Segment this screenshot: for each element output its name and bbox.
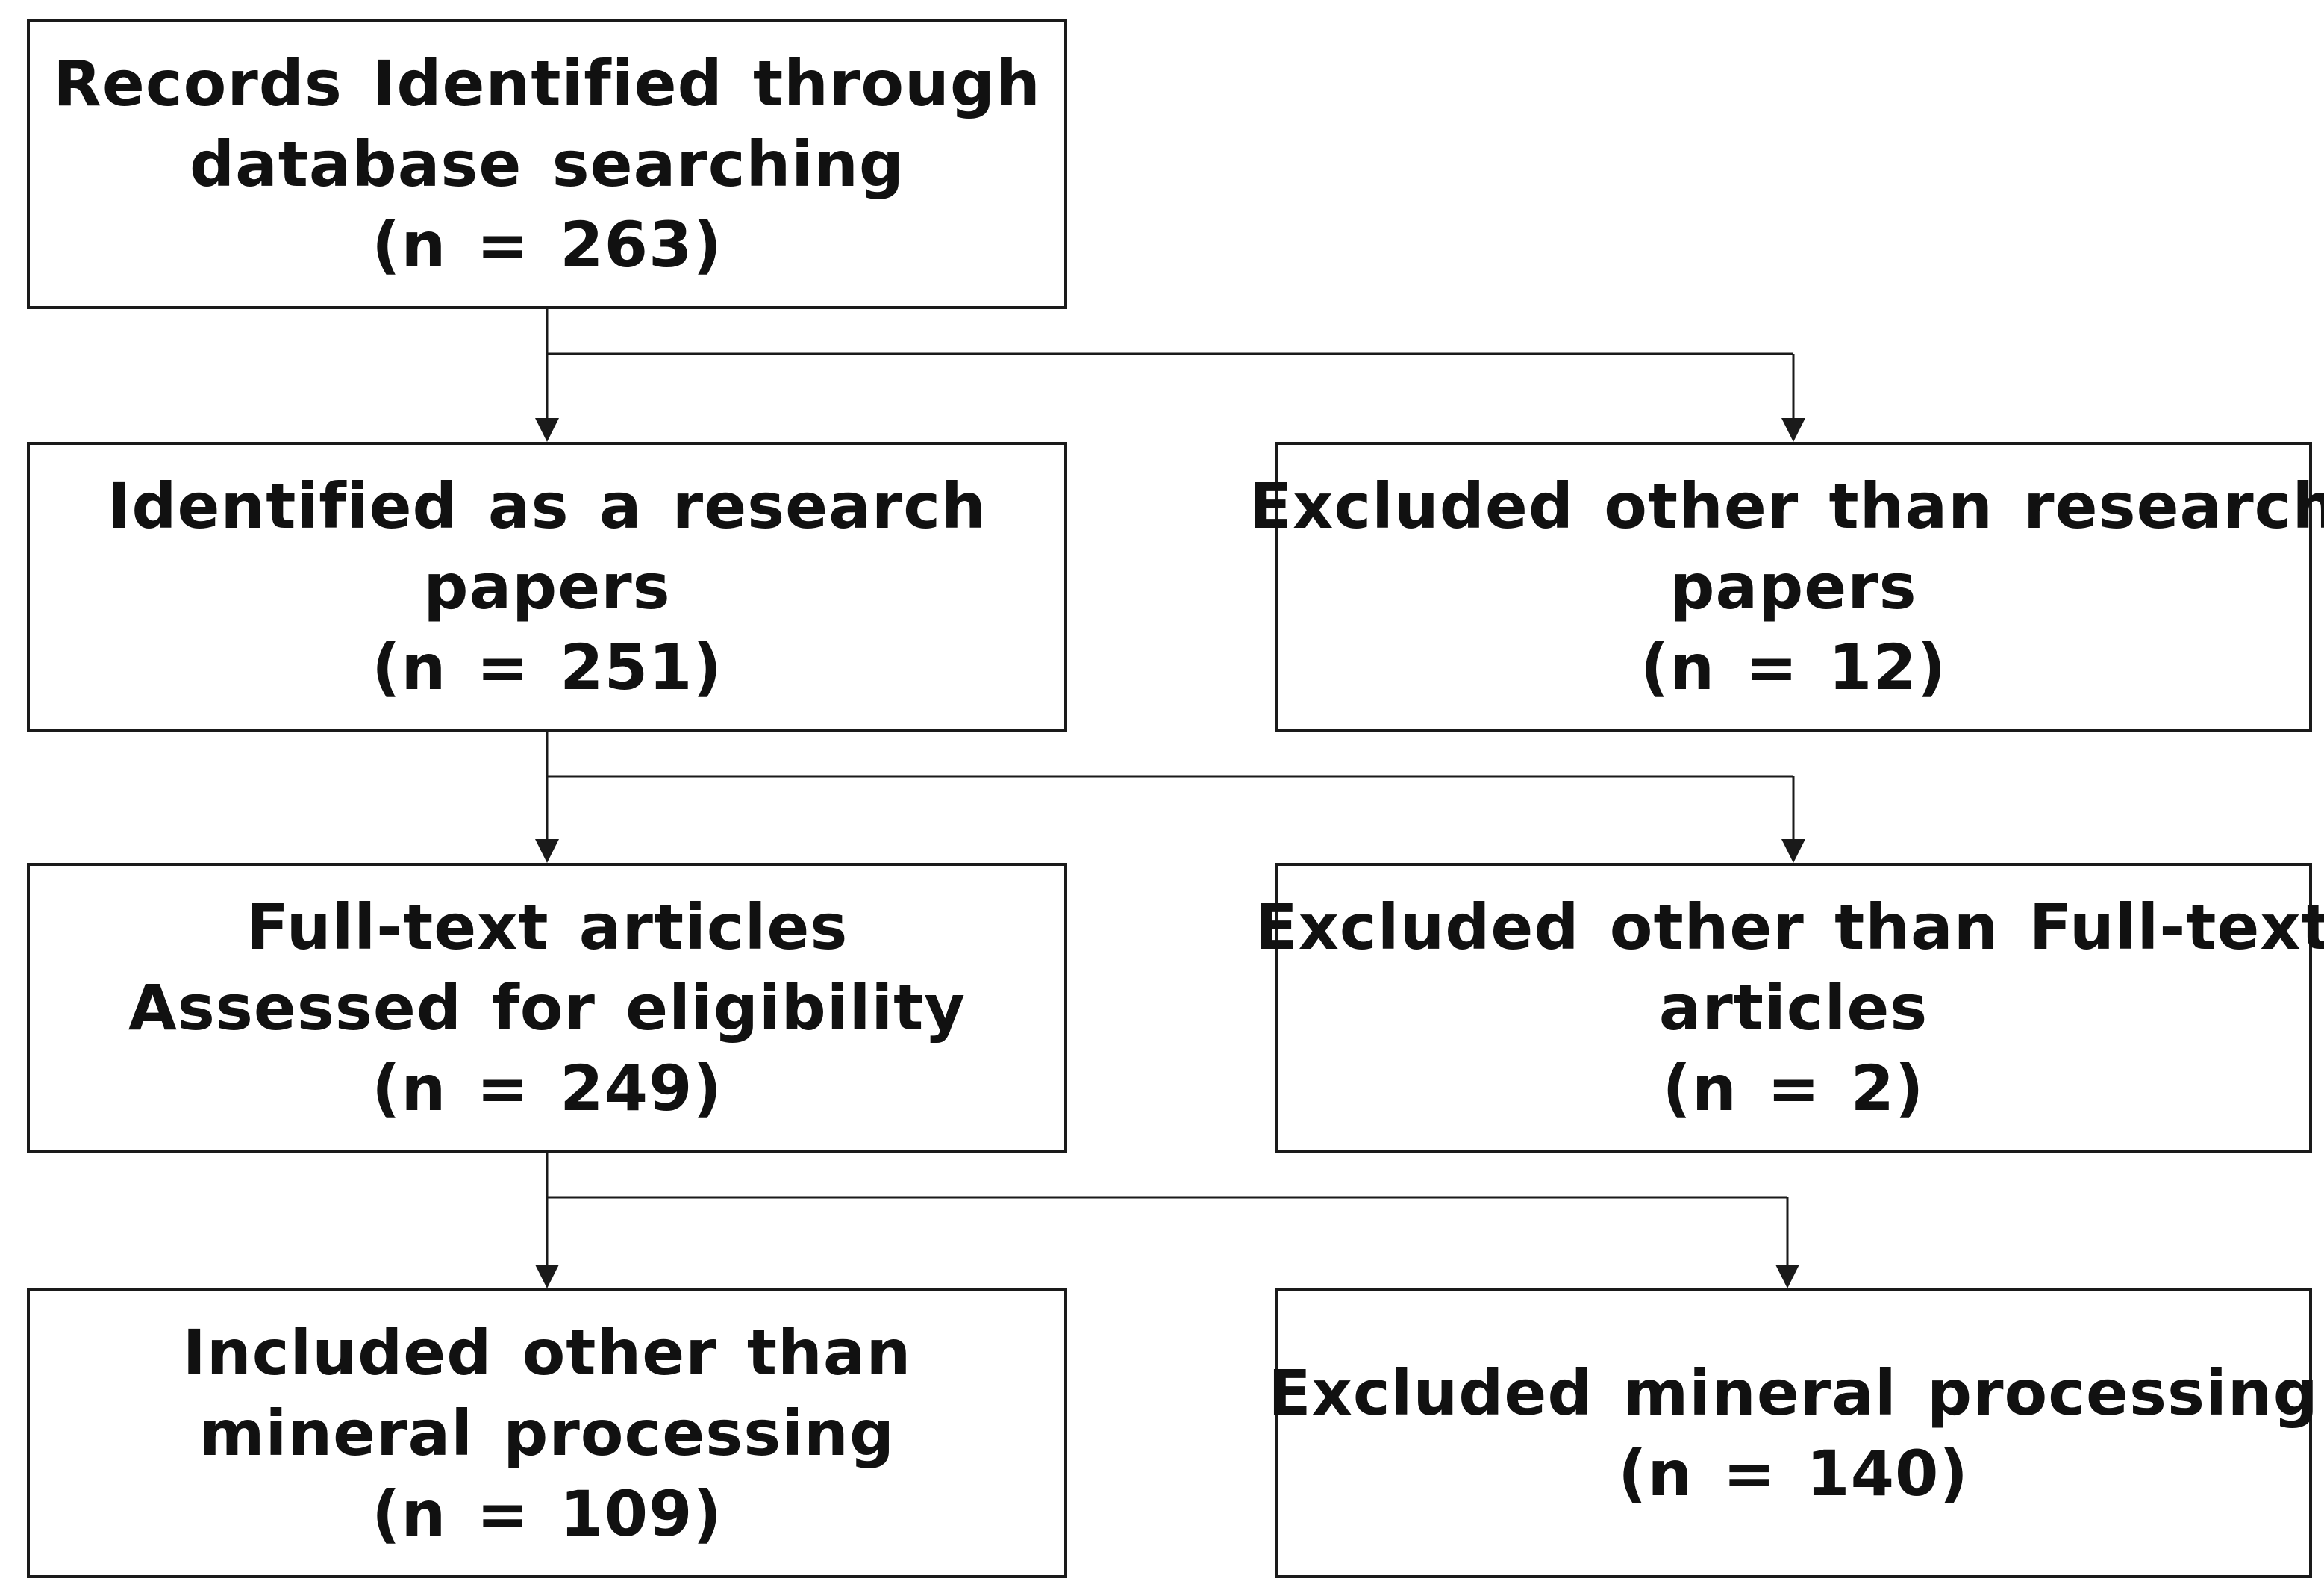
- arrowhead-excluded-mineral: [1775, 1265, 1799, 1288]
- box-fulltext-assessed: Full-text articles Assessed for eligibil…: [27, 863, 1067, 1153]
- box-excluded-research-line-1: Excluded other than research: [1249, 470, 2324, 543]
- box-excluded-fulltext: Excluded other than Full-text articles (…: [1255, 863, 2324, 1153]
- box-records-count: (n = 263): [372, 208, 722, 281]
- box-excluded-research-count: (n = 12): [1640, 631, 1947, 704]
- box-included: Included other than mineral processing (…: [27, 1288, 1067, 1578]
- arrowhead-research: [535, 418, 559, 442]
- arrowhead-included: [535, 1265, 559, 1288]
- box-excluded-fulltext-count: (n = 2): [1662, 1052, 1925, 1125]
- box-records-identified: Records Identified through database sear…: [27, 19, 1067, 309]
- box-records-line-1: Records Identified through: [53, 47, 1041, 120]
- box-excluded-research: Excluded other than research papers (n =…: [1249, 442, 2324, 732]
- box-records-line-2: database searching: [189, 128, 905, 201]
- arrowhead-excluded-research: [1781, 418, 1805, 442]
- box-included-count: (n = 109): [372, 1477, 722, 1550]
- box-research-line-2: papers: [423, 550, 671, 623]
- box-excluded-fulltext-line-2: articles: [1658, 971, 1928, 1044]
- arrowhead-excluded-fulltext: [1781, 839, 1805, 863]
- box-fulltext-count: (n = 249): [372, 1052, 722, 1125]
- box-fulltext-line-1: Full-text articles: [246, 891, 849, 964]
- box-excluded-research-line-2: papers: [1669, 550, 1917, 623]
- box-research-line-1: Identified as a research: [107, 470, 987, 543]
- box-excluded-fulltext-line-1: Excluded other than Full-text: [1255, 891, 2324, 964]
- box-research-count: (n = 251): [372, 631, 722, 704]
- box-excluded-mineral: Excluded mineral processing (n = 140): [1268, 1288, 2318, 1578]
- box-excluded-mineral-line-1: Excluded mineral processing: [1268, 1356, 2319, 1430]
- box-fulltext-line-2: Assessed for eligibility: [128, 971, 966, 1044]
- box-research-papers: Identified as a research papers (n = 251…: [27, 442, 1067, 732]
- box-included-line-1: Included other than: [182, 1316, 912, 1389]
- box-included-line-2: mineral processing: [199, 1397, 895, 1470]
- arrowhead-fulltext: [535, 839, 559, 863]
- box-excluded-mineral-count: (n = 140): [1618, 1437, 1969, 1510]
